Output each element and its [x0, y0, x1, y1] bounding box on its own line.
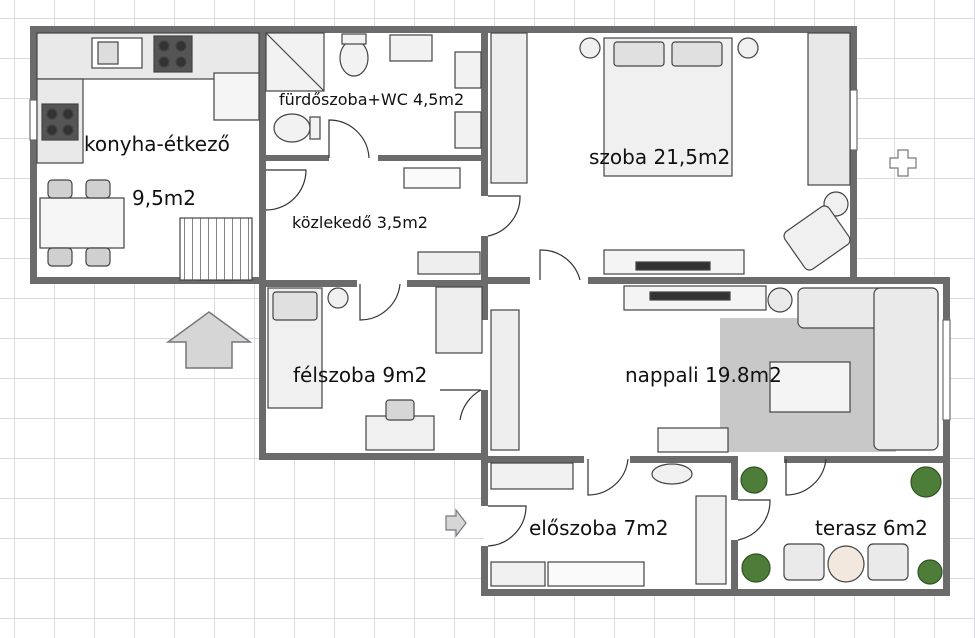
kitchen-name-label: konyha-étkező: [84, 132, 230, 156]
entrance-furniture: [490, 462, 727, 587]
entrance-hall-label: előszoba 7m2: [529, 516, 669, 540]
walls: [30, 26, 950, 596]
living-room-label: nappali 19.8m2: [625, 363, 782, 387]
doors: [198, 119, 827, 547]
bedroom-furniture: [579, 32, 851, 275]
terrace-label: terasz 6m2: [815, 516, 928, 540]
cross-icon: [889, 149, 917, 177]
bathroom-fixtures: [265, 32, 482, 189]
bathroom-label: fürdőszoba+WC 4,5m2: [279, 90, 465, 109]
kitchen-furniture: [36, 32, 260, 281]
kitchen-area-label: 9,5m2: [132, 186, 197, 210]
terrace-furniture: [740, 466, 943, 585]
hallway-furniture: [417, 32, 528, 451]
right-arrow-icon: [445, 508, 467, 538]
hallway-label: közlekedő 3,5m2: [292, 213, 428, 232]
half-room-furniture: [267, 287, 435, 451]
half-room-label: félszoba 9m2: [293, 363, 428, 387]
living-room-furniture: [623, 285, 939, 453]
windows: [29, 89, 951, 421]
bedroom-label: szoba 21,5m2: [589, 145, 731, 169]
up-arrow-icon: [165, 311, 253, 369]
